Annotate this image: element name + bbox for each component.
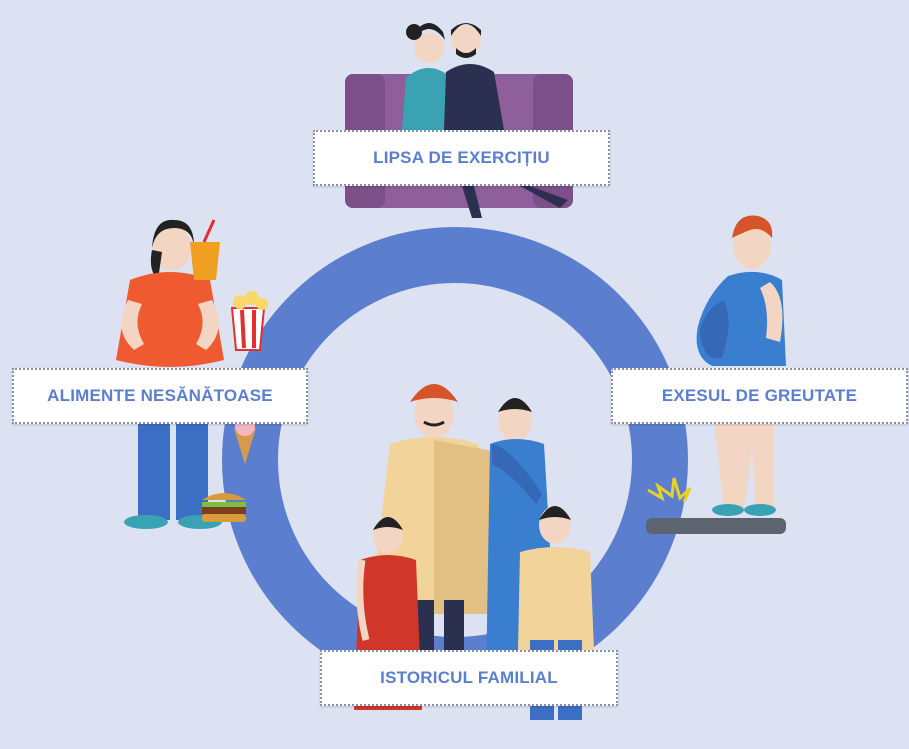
label-istoricul-familial: ISTORICUL FAMILIAL — [320, 650, 618, 706]
overweight-man-scale-icon — [646, 215, 786, 534]
label-exesul-de-greutate: EXESUL DE GREUTATE — [611, 368, 908, 424]
label-alimente-nesanatoase: ALIMENTE NESĂNĂTOASE — [12, 368, 308, 424]
woman-junk-food-icon — [116, 219, 268, 529]
label-lipsa-de-exercitiu: LIPSA DE EXERCIȚIU — [313, 130, 610, 186]
